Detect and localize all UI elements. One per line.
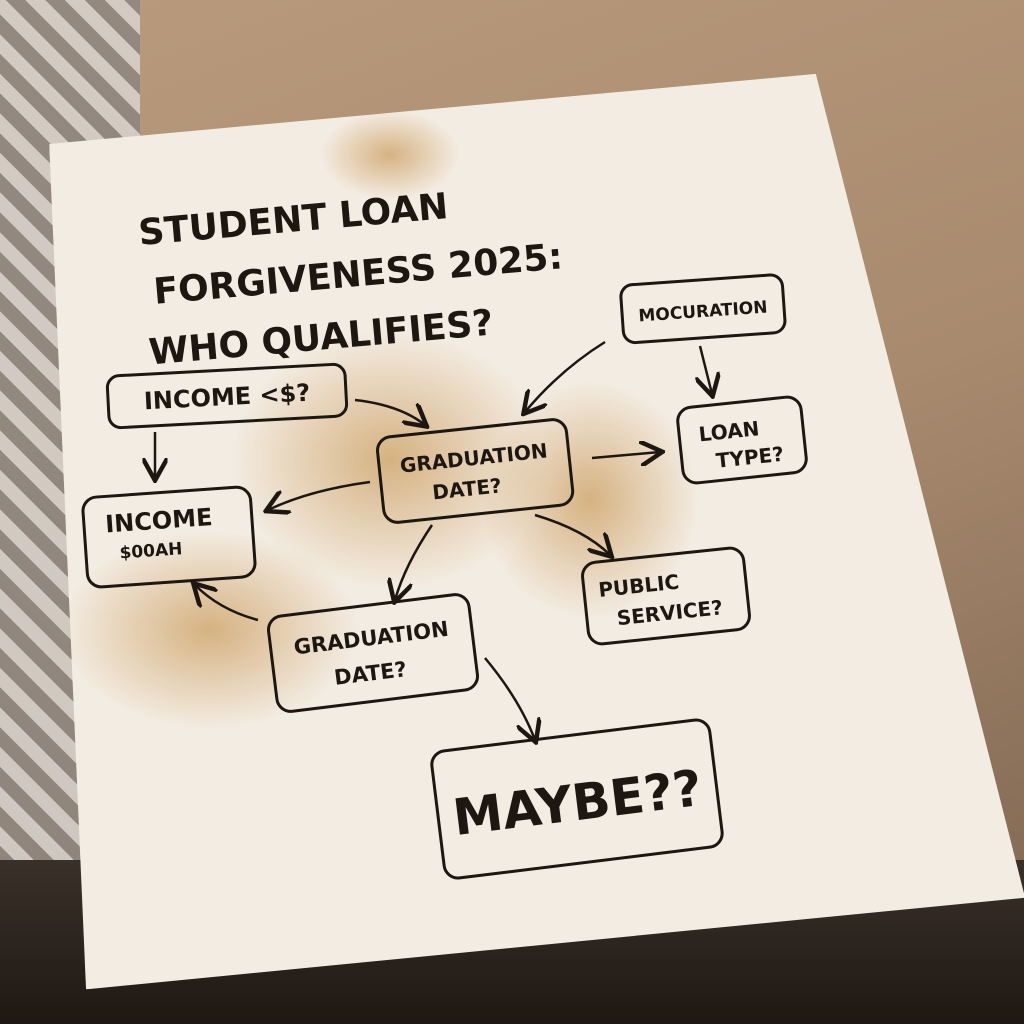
sauce-stain: [60, 530, 360, 730]
node-graduation-date-1-line2: DATE?: [431, 473, 503, 504]
node-graduation-date-2-line1: GRADUATION: [292, 617, 449, 660]
title-line-1: STUDENT LOAN: [137, 186, 450, 254]
node-graduation-date-2-line2: DATE?: [333, 657, 408, 690]
arrow: [195, 585, 259, 622]
arrow: [525, 340, 606, 412]
node-box-graduation-date-2: [267, 593, 479, 713]
node-income-amount-line2: $00AH: [119, 539, 183, 563]
node-box-loan-type: [676, 395, 808, 485]
node-income-question: INCOME <$?: [143, 379, 311, 416]
title-line-2: FORGIVENESS 2025:: [152, 236, 564, 313]
node-graduation-date-1-line1: GRADUATION: [399, 438, 549, 477]
sauce-stain: [320, 110, 460, 200]
arrow: [700, 345, 712, 394]
node-mocuration: MOCURATION: [638, 298, 768, 327]
node-box-maybe: [430, 718, 724, 880]
node-box-graduation-date-1: [376, 418, 575, 524]
arrow: [591, 452, 660, 458]
arrow: [268, 480, 371, 510]
node-loan-type-line2: TYPE?: [715, 442, 785, 473]
node-box-public-service: [581, 546, 751, 646]
title-line-3: WHO QUALIFIES?: [147, 303, 495, 374]
node-box-mocuration: [619, 273, 787, 345]
node-public-service-line2: SERVICE?: [616, 595, 724, 630]
node-income-amount-line1: INCOME: [104, 503, 213, 538]
title: STUDENT LOAN FORGIVENESS 2025: WHO QUALI…: [137, 186, 565, 374]
arrow: [354, 398, 425, 425]
node-maybe: MAYBE??: [450, 759, 705, 847]
node-loan-type-line1: LOAN: [698, 416, 761, 446]
node-box-income-question: [105, 362, 349, 430]
arrow: [395, 524, 434, 600]
arrow: [484, 657, 535, 740]
arrow: [534, 513, 610, 555]
sauce-stain: [480, 380, 700, 620]
node-public-service-line1: PUBLIC: [597, 570, 680, 602]
node-box-income-amount: [81, 485, 257, 589]
